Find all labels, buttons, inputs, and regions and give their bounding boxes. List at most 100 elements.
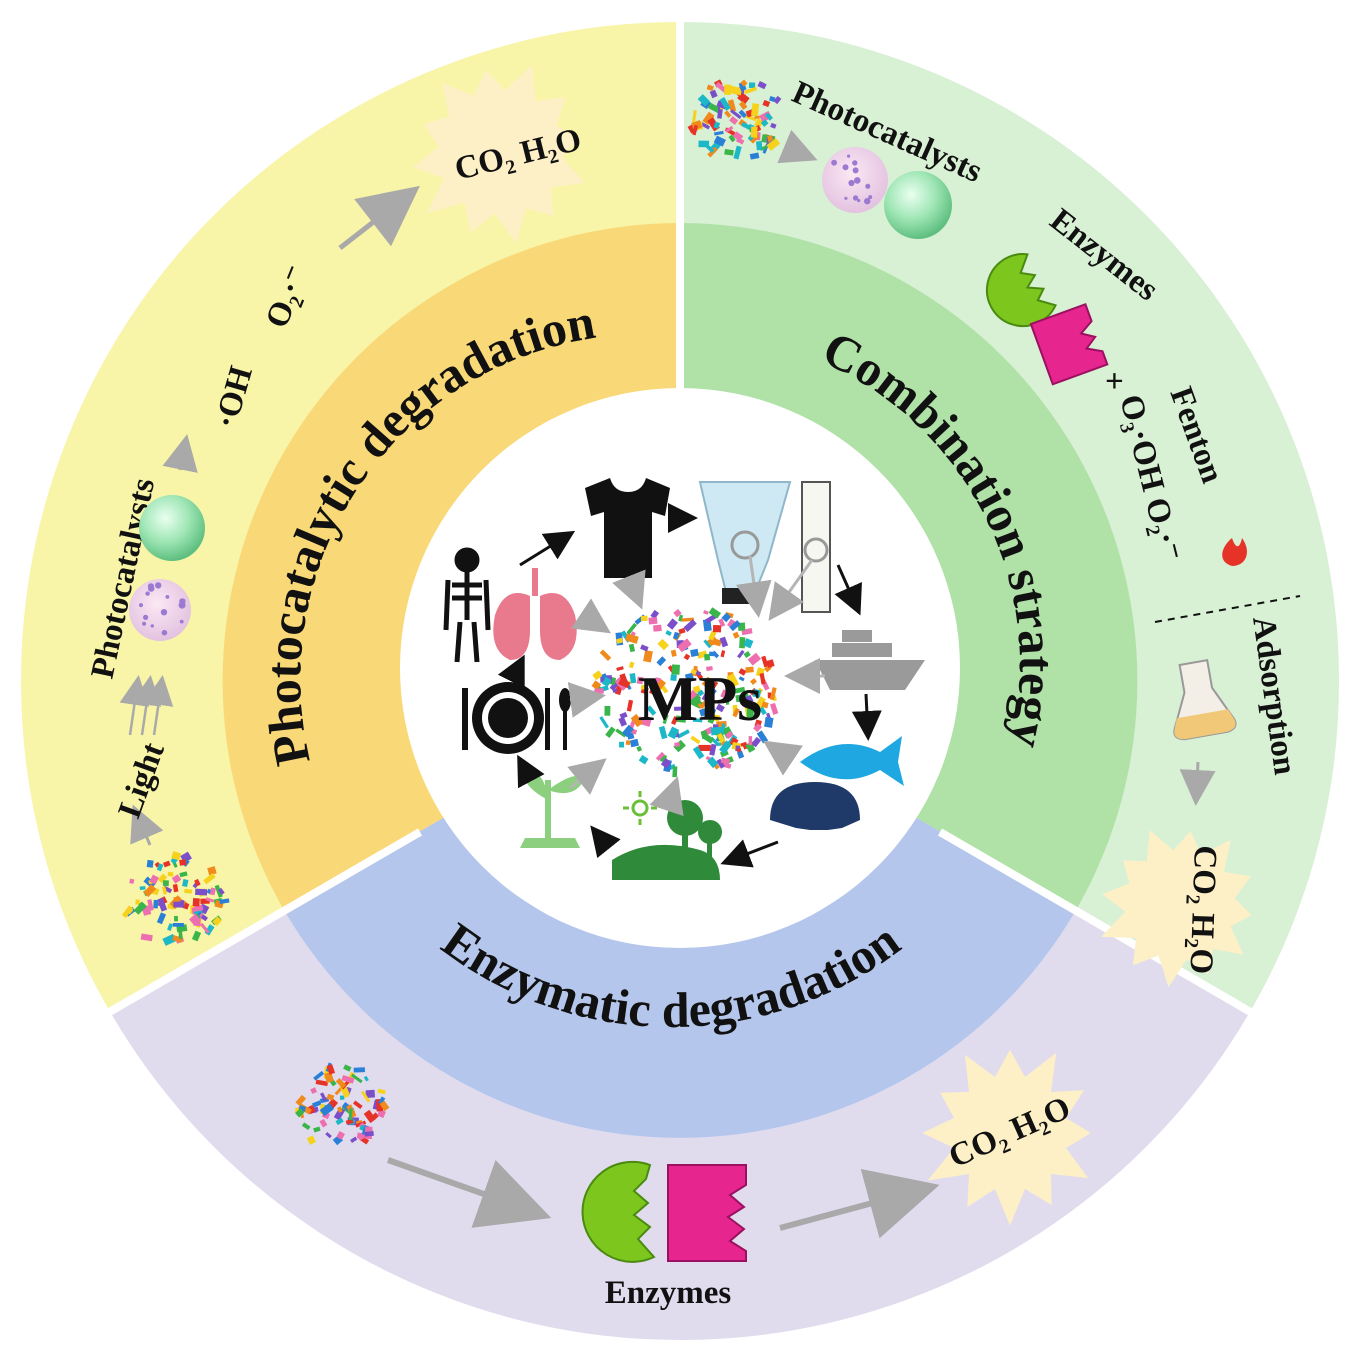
microplastic-fragment [630,713,644,728]
microplastic-fragment [717,106,723,119]
microplastic-fragment [319,1092,328,1102]
microplastic-fragment [629,738,639,748]
lungs-icon [493,568,577,660]
microplastic-fragment [326,1093,335,1101]
microplastic-fragment [209,887,216,896]
microplastic-fragment [674,706,685,711]
microplastic-fragment [626,699,634,712]
microplastic-fragment [372,1112,379,1119]
microplastic-fragment [628,643,636,653]
enzymes-label: Enzymes [605,1275,732,1311]
microplastic-fragment [754,696,766,710]
microplastic-fragment [640,684,645,690]
microplastic-fragment [179,871,188,878]
microplastic-fragment [618,678,631,689]
microplastic-fragment [153,899,159,909]
microplastic-fragment [183,902,190,910]
microplastic-fragment [335,1117,344,1126]
microplastic-fragment [365,1089,376,1099]
center-mp-cluster [591,607,779,778]
microplastic-fragment [325,1131,332,1139]
microplastic-fragment [746,708,754,719]
microplastic-fragment [719,740,732,755]
microplastic-fragment [706,665,713,672]
catalyst-dot [160,609,168,616]
microplastic-fragment [750,103,760,117]
microplastic-fragment [378,1096,386,1105]
microplastic-fragment [728,85,743,96]
microplastic-fragment [734,686,746,694]
catalyst-dot [165,595,170,599]
microplastic-fragment [675,715,687,723]
lifecycle-arrows [497,503,882,868]
microplastic-fragment [707,102,722,114]
microplastic-fragment [720,757,731,765]
microplastic-fragment [724,84,732,96]
microplastic-fragment [146,859,154,868]
ship-icon [815,630,925,690]
microplastic-fragment [670,674,677,681]
microplastic-fragment [171,851,181,861]
microplastic-fragment [683,619,697,632]
microplastic-fragment [363,1109,377,1124]
microplastic-fragment [306,1135,316,1145]
microplastic-fragment [756,730,769,744]
microplastic-fragment [701,676,712,687]
microplastic-fragment [189,913,200,925]
catalyst-dot [178,601,186,609]
microplastic-fragment [363,1075,369,1082]
fish-icon [800,736,904,786]
microplastic-fragment [195,888,208,896]
catalyst-dot [868,195,873,200]
microplastic-fragment [161,886,168,895]
catalyst-dot [142,621,147,626]
catalyst-dot [854,177,861,184]
microplastic-fragment [311,1100,322,1108]
microplastic-fragment [194,878,201,887]
microplastic-fragment [156,863,164,872]
microplastic-fragment [172,923,184,927]
microplastic-fragment [605,726,616,738]
microplastic-fragment [618,716,628,727]
microplastic-fragment [138,901,147,910]
microplastic-fragment [162,880,169,887]
microplastic-fragment [752,689,761,698]
microplastic-fragment [301,1122,311,1131]
microplastic-fragment [703,610,709,615]
microplastic-fragment [727,99,737,112]
microplastic-fragment [739,100,748,110]
microplastic-fragment [745,666,754,673]
microplastic-fragment [678,627,686,635]
microplastic-fragment [377,1088,386,1095]
microplastic-fragment [690,735,701,745]
microplastic-fragment [692,110,697,124]
microplastic-fragment [182,879,189,888]
microplastic-fragment [666,618,678,630]
microplastic-fragment [698,708,707,717]
microplastic-fragment [140,933,153,942]
catalyst-dot [155,582,162,589]
microplastic-fragment [711,681,719,689]
combo-pink-enzyme-icon [1029,303,1109,386]
microplastic-fragment [594,688,604,695]
catalyst-dot [139,603,143,608]
microplastic-fragment [648,682,657,695]
enzyme-green-icon [581,1160,656,1263]
microplastic-fragment [732,707,740,718]
microplastic-fragment [648,616,658,625]
microplastic-fragment [743,651,751,659]
microplastic-fragment [720,650,726,658]
microplastic-fragment [745,741,756,753]
microplastic-fragment [729,620,741,632]
microplastic-fragment [692,718,703,723]
microplastic-fragment [592,670,603,681]
microplastic-fragment [203,873,216,885]
microplastic-fragment [207,866,217,876]
microplastic-fragment [616,637,624,644]
microplastic-fragment [157,897,168,912]
microplastic-fragment [713,135,726,147]
landscape-icon [612,800,722,880]
microplastic-fragment [766,138,781,151]
catalyst-dot [864,198,871,205]
catalyst-dot [844,196,848,200]
